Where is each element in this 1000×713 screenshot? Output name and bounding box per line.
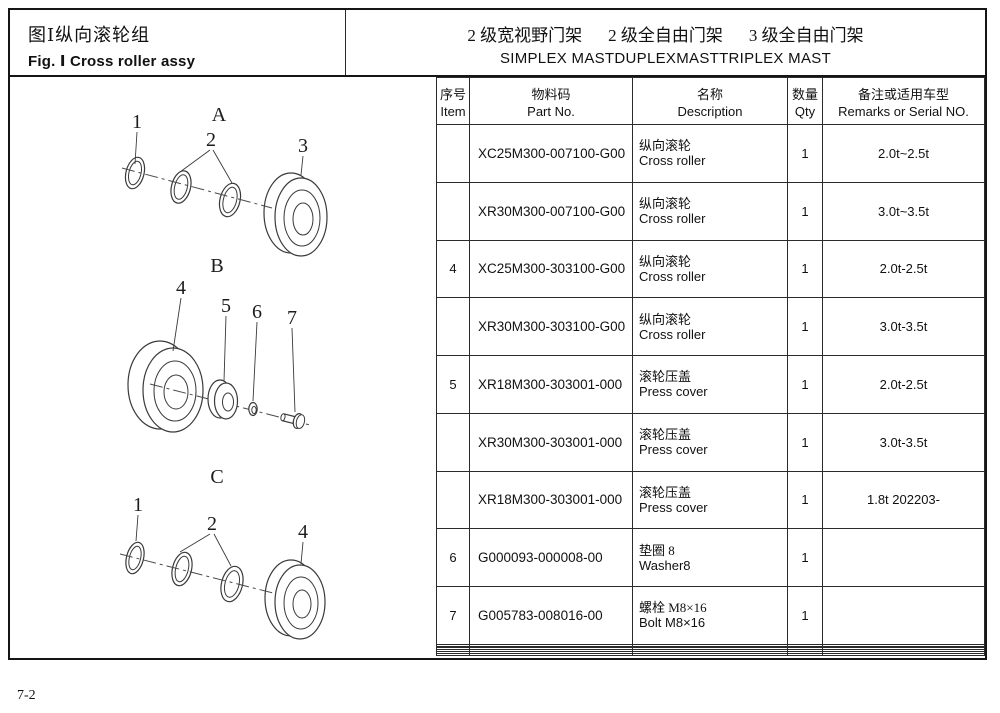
cell-qty: 1 (787, 528, 823, 587)
cell-remarks: 3.0t-3.5t (822, 412, 985, 472)
cell-item (436, 412, 470, 472)
cell-part-no: XR30M300-303001-000 (469, 412, 633, 472)
cell-item: 4 (436, 239, 470, 299)
cell-remarks: 2.0t-2.5t (822, 355, 985, 414)
exploded-diagram: A 1 2 3 (119, 104, 328, 640)
callout-number: 7 (287, 307, 297, 329)
cell-remarks: 1.8t 202203- (822, 470, 985, 530)
cell-part-no: XR18M300-303001-000 (469, 470, 633, 530)
cell-qty: 1 (787, 124, 823, 183)
assembly-c: C 1 2 4 (119, 466, 326, 640)
cell-item (436, 470, 470, 530)
cell-item (436, 124, 470, 183)
callout-number: 6 (252, 301, 262, 323)
page-number: 7-2 (17, 688, 36, 703)
cell-qty: 1 (787, 239, 823, 299)
cell-remarks (822, 528, 985, 587)
cell-item (436, 297, 470, 356)
cell-remarks: 3.0t~3.5t (822, 181, 985, 241)
mast-header: 2 级宽视野门架 2 级全自由门架 3 级全自由门架 SIMPLEX MASTDUP… (346, 10, 985, 75)
cell-qty: 1 (787, 355, 823, 414)
cell-item: 6 (436, 528, 470, 587)
cell-part-no: XR30M300-007100-G00 (469, 181, 633, 241)
main-region: A 1 2 3 (10, 77, 985, 656)
callout-number: 4 (298, 521, 308, 543)
cell-item: 7 (436, 586, 470, 645)
figure-title-block: 图Ⅰ纵向滚轮组 Fig. Ⅰ Cross roller assy (10, 10, 346, 75)
cell-qty: 1 (787, 470, 823, 530)
callout-number: 1 (132, 111, 142, 133)
callout-number: 3 (298, 135, 308, 157)
cell-part-no: XC25M300-007100-G00 (469, 124, 633, 183)
cell-item (436, 181, 470, 241)
table-empty-row (436, 653, 985, 656)
figure-title-en: Fig. Ⅰ Cross roller assy (28, 53, 196, 70)
mast-type-simplex: 2 级宽视野门架 (467, 26, 583, 45)
cell-item: 5 (436, 355, 470, 414)
mast-type-duplex: 2 级全自由门架 (608, 26, 723, 45)
cell-part-no: XC25M300-303100-G00 (469, 239, 633, 299)
assembly-a: A 1 2 3 (121, 104, 328, 257)
mast-types-en: SIMPLEX MASTDUPLEXMASTTRIPLEX MAST (499, 50, 832, 67)
mast-type-triplex: 3 级全自由门架 (748, 26, 864, 45)
callout-number: 2 (206, 129, 216, 151)
header-band: 图Ⅰ纵向滚轮组 Fig. Ⅰ Cross roller assy 2 级宽视野门… (10, 10, 985, 77)
cell-qty: 1 (787, 586, 823, 645)
cell-qty: 1 (787, 297, 823, 356)
page-frame: 图Ⅰ纵向滚轮组 Fig. Ⅰ Cross roller assy 2 级宽视野门… (8, 8, 987, 660)
assembly-b: B 4 5 6 7 (127, 255, 311, 433)
cell-remarks: 2.0t~2.5t (822, 124, 985, 183)
cell-part-no: G005783-008016-00 (469, 586, 633, 645)
assembly-label-a: A (212, 104, 227, 126)
cell-remarks: 3.0t-3.5t (822, 297, 985, 356)
centerline-c (119, 553, 274, 594)
cell-qty: 1 (787, 181, 823, 241)
cell-part-no: G000093-000008-00 (469, 528, 633, 587)
centerline-a (121, 167, 273, 209)
diagram-area: A 1 2 3 (10, 77, 436, 656)
callout-number: 4 (176, 277, 186, 299)
cell-part-no: XR30M300-303100-G00 (469, 297, 633, 356)
figure-title-zh: 图Ⅰ纵向滚轮组 (28, 25, 151, 45)
assembly-label-c: C (210, 466, 223, 488)
cell-qty: 1 (787, 412, 823, 472)
cell-remarks (822, 586, 985, 645)
cell-part-no: XR18M300-303001-000 (469, 355, 633, 414)
callout-number: 5 (221, 295, 231, 317)
cell-remarks: 2.0t-2.5t (822, 239, 985, 299)
mast-types-zh: 2 级宽视野门架 2 级全自由门架 3 级全自由门架 (346, 21, 985, 46)
callout-number: 1 (133, 494, 143, 516)
assembly-label-b: B (210, 255, 223, 277)
callout-number: 2 (207, 513, 217, 535)
